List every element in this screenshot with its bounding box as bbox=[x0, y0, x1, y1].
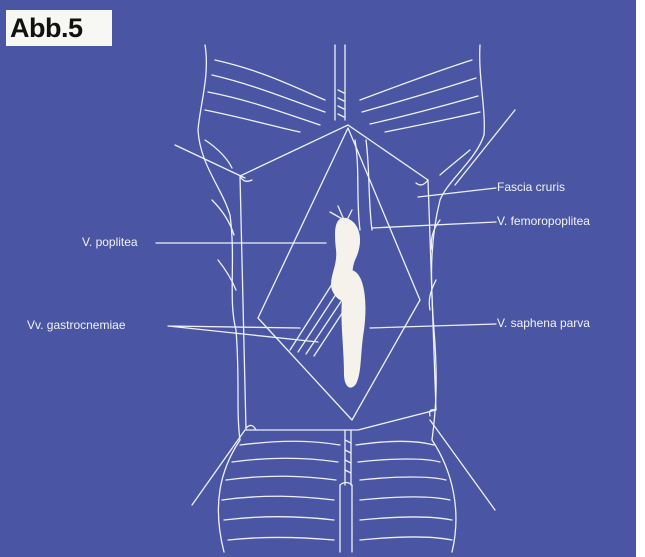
guide-line-lower-left bbox=[192, 430, 245, 505]
v-saphena-parva-vessel bbox=[341, 270, 365, 388]
label-v-femoropoplitea: V. femoropoplitea bbox=[497, 214, 590, 228]
lower-vein bbox=[340, 485, 352, 552]
label-v-saphena-parva: V. saphena parva bbox=[497, 316, 590, 330]
leader-v-femoropoplitea bbox=[372, 222, 496, 228]
guide-line-upper-right bbox=[455, 110, 515, 185]
label-fascia-cruris: Fascia cruris bbox=[497, 180, 565, 194]
figure-title: Abb.5 bbox=[10, 10, 83, 46]
calf-left-contour bbox=[218, 440, 240, 552]
calf-right-contour bbox=[432, 440, 456, 552]
label-vv-gastrocnemiae: Vv. gastrocnemiae bbox=[27, 318, 126, 332]
v-femoropoplitea-vessel bbox=[355, 140, 372, 230]
thigh-right-contour bbox=[432, 45, 485, 440]
leader-fascia-cruris bbox=[418, 188, 496, 197]
label-v-poplitea: V. poplitea bbox=[82, 235, 138, 249]
guide-line-lower-right bbox=[430, 420, 495, 510]
